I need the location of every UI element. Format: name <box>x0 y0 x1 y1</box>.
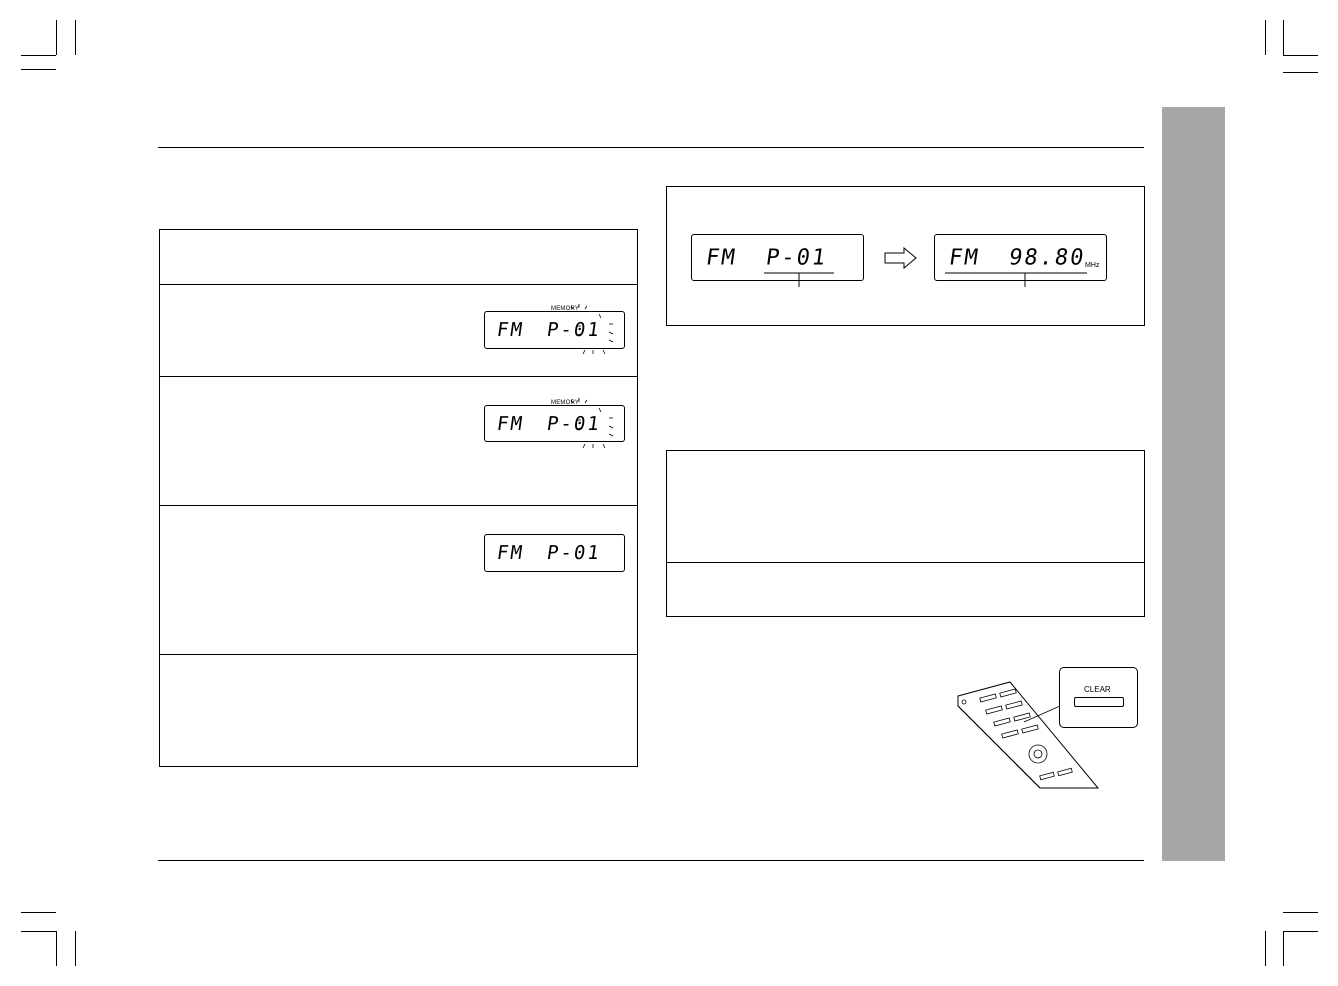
band-readout: FM <box>495 542 526 564</box>
right-arrow-icon <box>884 247 917 269</box>
preset-readout: P-01 <box>545 542 603 564</box>
memory-indicator: MEMORY <box>551 306 580 312</box>
frequency-readout: 98.80 <box>1007 245 1087 270</box>
band-readout: FM <box>495 319 526 341</box>
remote-control-icon <box>957 681 1100 789</box>
step-divider <box>160 505 637 506</box>
lcd-display-step3: MEMORY FM P-01 <box>484 398 625 449</box>
lcd-display-step2: MEMORY FM P-01 <box>484 304 625 355</box>
clear-button[interactable] <box>1074 697 1124 707</box>
pointer-bracket-icon <box>764 272 834 287</box>
band-readout: FM <box>495 412 526 435</box>
unit-label: MHz <box>1085 262 1100 269</box>
row-divider <box>667 562 1144 563</box>
step-divider <box>160 284 637 285</box>
lcd-display-recall-after: FM 98.80 MHz <box>934 234 1107 287</box>
preset-readout: P-01 <box>764 245 829 270</box>
lcd-display-step4: FM P-01 <box>484 534 625 572</box>
recall-illustration: FM P-01 FM 98.80 MHz <box>666 186 1145 326</box>
band-readout: FM <box>947 245 982 270</box>
blink-rays-icon <box>570 304 614 355</box>
pointer-bracket-icon <box>945 272 1087 287</box>
blink-rays-icon <box>570 398 614 449</box>
clear-button-label: CLEAR <box>1084 685 1111 694</box>
side-tab <box>1162 107 1225 861</box>
memory-indicator: MEMORY <box>551 400 580 406</box>
band-readout: FM <box>704 245 739 270</box>
footer-rule <box>158 860 1144 861</box>
clear-button-callout: CLEAR <box>1059 667 1138 728</box>
step-divider <box>160 376 637 377</box>
lcd-display-recall-before: FM P-01 <box>691 234 864 287</box>
header-rule <box>158 147 1144 148</box>
step-divider <box>160 654 637 655</box>
scan-table <box>666 450 1145 617</box>
